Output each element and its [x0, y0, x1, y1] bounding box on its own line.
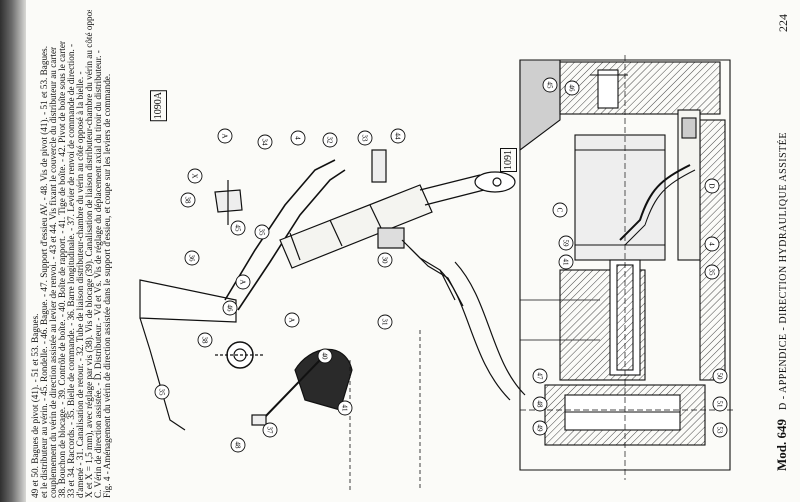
callout-label: 31	[381, 319, 389, 327]
callout-marker: A	[235, 274, 251, 290]
callout-label: 35	[708, 269, 716, 277]
callout-marker: 32	[322, 132, 338, 148]
callout-marker: 45	[542, 77, 558, 93]
callout-label: 44	[394, 133, 402, 141]
callout-marker: 59	[558, 235, 574, 251]
callout-label: A	[221, 133, 229, 138]
callout-label: 38	[184, 197, 192, 205]
callout-label: 50	[716, 373, 724, 381]
callout-marker: 34	[257, 134, 273, 150]
callout-marker: 35	[704, 264, 720, 280]
callout-marker: 35	[254, 224, 270, 240]
callout-label: 48	[536, 401, 544, 409]
callout-marker: 30	[377, 252, 393, 268]
callout-label: 37	[266, 427, 274, 435]
callout-marker: C	[552, 202, 568, 218]
callout-marker: 31	[377, 314, 393, 330]
left-figure-linkage	[139, 149, 600, 490]
callout-label: 33	[361, 135, 369, 143]
callout-marker: 49	[532, 420, 548, 436]
callout-marker: 51	[712, 396, 728, 412]
callout-marker: 4	[704, 236, 720, 252]
callout-label: 53	[716, 427, 724, 435]
callout-label: D	[708, 183, 716, 188]
figure-label-right: 1091	[500, 148, 517, 172]
callout-label: 45	[234, 225, 242, 233]
callout-marker: 53	[712, 422, 728, 438]
callout-label: 36	[188, 255, 196, 263]
right-figure-section	[519, 55, 735, 480]
callout-label: 38	[201, 337, 209, 345]
callout-label: 35	[258, 229, 266, 237]
callout-marker: 40	[317, 348, 333, 364]
callout-label: 59	[562, 240, 570, 248]
callout-label: 4	[708, 242, 716, 246]
callout-label: 49	[536, 425, 544, 433]
callout-marker: 48	[230, 437, 246, 453]
figure-label-left: 1090A	[150, 90, 167, 122]
callout-marker: 45	[230, 220, 246, 236]
callout-marker: A	[284, 312, 300, 328]
callout-label: 45	[546, 82, 554, 90]
callout-label: X	[191, 173, 199, 178]
callout-marker: D	[704, 178, 720, 194]
callout-marker: 4	[290, 130, 306, 146]
scan-edge-shadow	[0, 0, 26, 502]
callout-marker: 48	[532, 396, 548, 412]
callout-marker: 41	[337, 400, 353, 416]
callouts-right: 45 46C 59 41 D 4 35 47 48 49 50 51 53	[532, 77, 728, 438]
callout-label: C	[556, 208, 564, 213]
callout-label: 48	[234, 442, 242, 450]
callout-marker: 44	[390, 128, 406, 144]
callout-marker: A	[217, 128, 233, 144]
callout-label: 30	[381, 257, 389, 265]
callout-marker: 41	[558, 254, 574, 270]
callout-label: 51	[716, 401, 724, 409]
callout-label: 32	[326, 137, 334, 145]
callout-label: 46	[568, 85, 576, 93]
callout-label: 47	[536, 373, 544, 381]
callout-label: 4	[294, 136, 302, 140]
callout-marker: 35	[154, 384, 170, 400]
callout-marker: 36	[184, 250, 200, 266]
callout-marker: 46	[222, 300, 238, 316]
callout-label: A	[239, 279, 247, 284]
callout-marker: 47	[532, 368, 548, 384]
callout-marker: 38	[180, 192, 196, 208]
callout-marker: 37	[262, 422, 278, 438]
callout-marker: 33	[357, 130, 373, 146]
callout-label: 41	[562, 259, 570, 267]
callout-label: 41	[341, 405, 349, 413]
callout-marker: 50	[712, 368, 728, 384]
callout-label: 35	[158, 389, 166, 397]
callout-marker: X	[187, 168, 203, 184]
callout-label: A	[288, 317, 296, 322]
callout-label: 40	[321, 353, 329, 361]
callout-marker: 38	[197, 332, 213, 348]
callout-marker: 46	[564, 80, 580, 96]
callout-label: 46	[226, 305, 234, 313]
callout-label: 34	[261, 139, 269, 147]
